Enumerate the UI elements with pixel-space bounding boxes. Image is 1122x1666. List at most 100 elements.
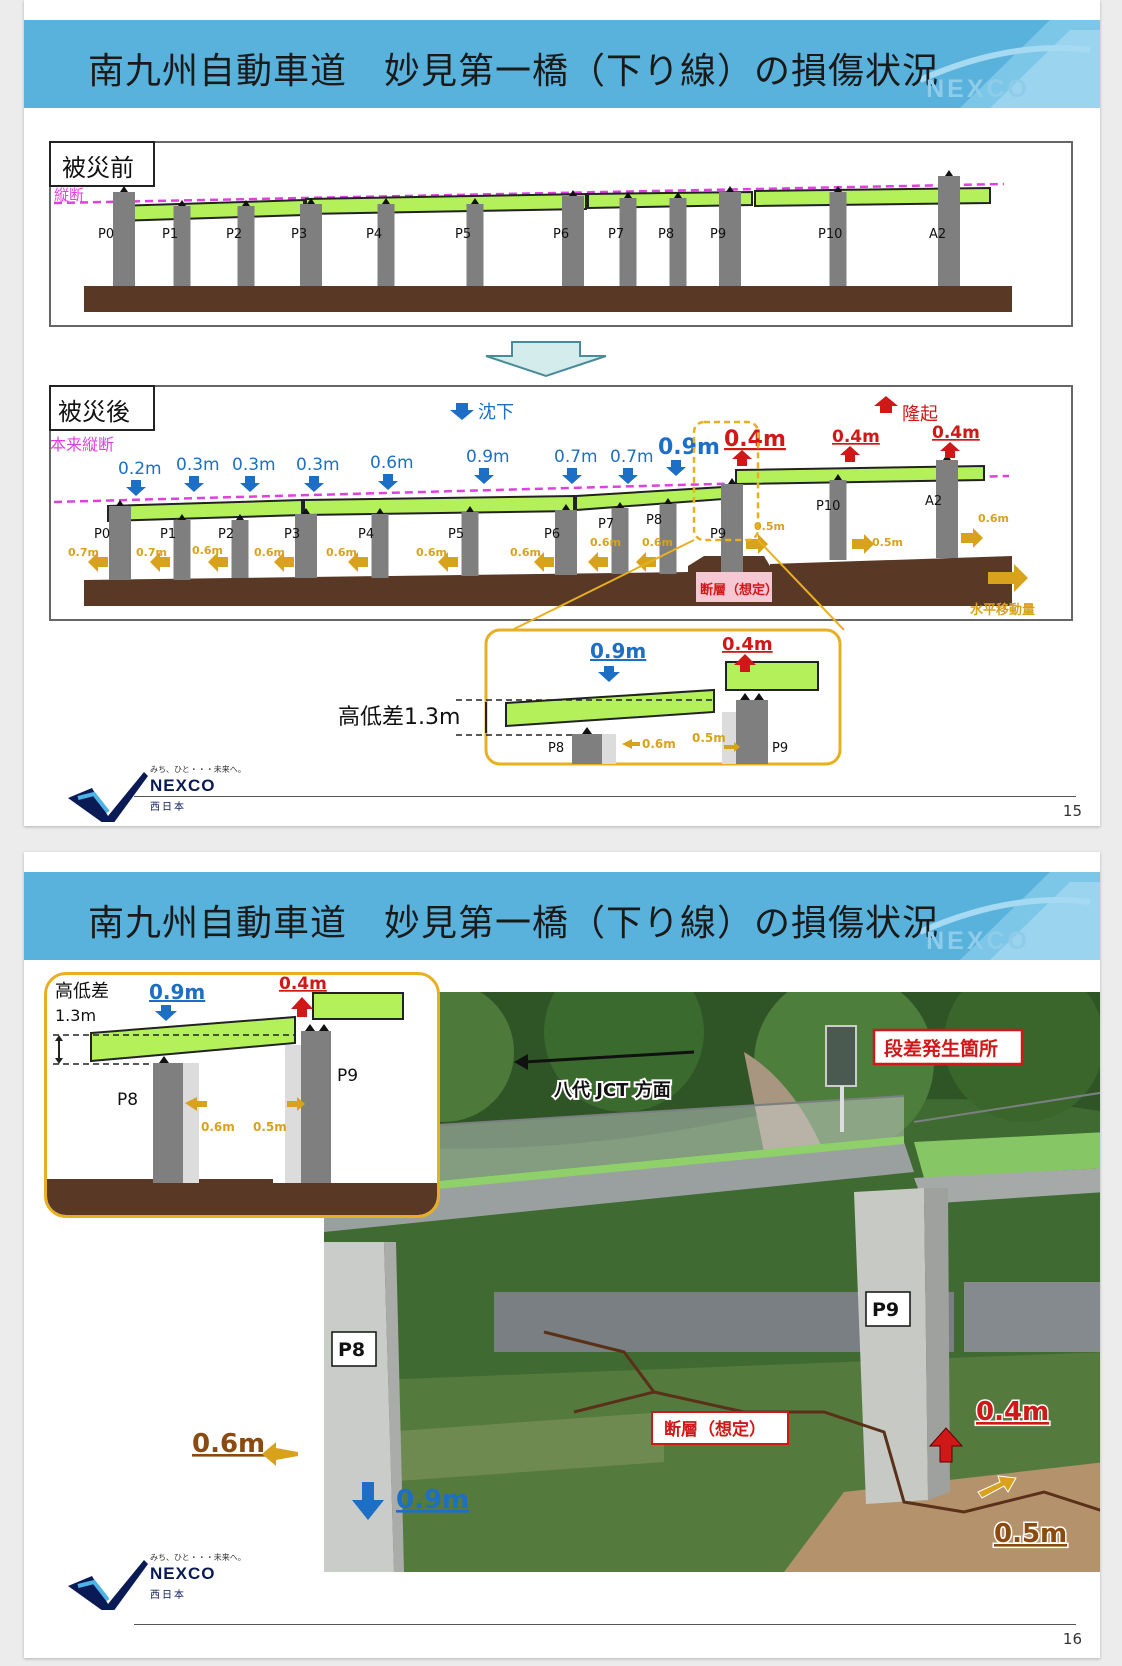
- settle-legend: 沈下: [478, 402, 514, 423]
- pier: [300, 204, 322, 286]
- settle-legend-icon: [450, 403, 474, 420]
- horizontal-value: 0.6m: [192, 544, 223, 557]
- inset-uplift: 0.4m: [722, 634, 773, 655]
- after-ground: [84, 556, 1012, 606]
- pier: [371, 514, 389, 578]
- pier-label: P9: [710, 227, 726, 242]
- photo-p9-label: P9: [872, 1299, 899, 1321]
- pier-label: P10: [816, 499, 840, 514]
- settle-arrow-icon: [618, 468, 638, 484]
- photo-h-right: 0.5m: [994, 1519, 1067, 1549]
- photo-fault-label: 断層（想定）: [664, 1419, 766, 1440]
- photo-p9-box: [865, 1291, 911, 1327]
- settle-arrow-icon: [126, 480, 146, 496]
- pier: [619, 198, 637, 286]
- bridge-photo: 八代 JCT 方面 段差発生箇所 断層（想定） P8 P9 0.4m 0.5m: [324, 992, 1100, 1572]
- horizontal-value: 0.6m: [254, 546, 285, 559]
- uplift-legend-icon: [874, 396, 898, 413]
- vertical-value: 0.4m: [932, 423, 980, 443]
- inset2-settle: 0.9m: [149, 980, 205, 1004]
- footer-line: [134, 796, 1076, 797]
- vertical-value: 0.7m: [554, 447, 598, 467]
- pier: [231, 520, 249, 578]
- direction-arrow-icon: [523, 1050, 695, 1064]
- uplift-legend: 隆起: [902, 404, 938, 425]
- photo-step-label: 段差発生箇所: [884, 1037, 998, 1060]
- slide-header: 南九州自動車道 妙見第一橋（下り線）の損傷状況 NEXCO: [24, 872, 1100, 960]
- horizontal-arrow-icon: [746, 534, 768, 554]
- horizontal-arrow-icon: [852, 534, 874, 554]
- logo-name: NEXCO: [150, 1564, 216, 1583]
- vertical-value: 0.3m: [232, 455, 276, 475]
- slide-title: 南九州自動車道 妙見第一橋（下り線）の損傷状況: [88, 51, 940, 92]
- before-label: 被災前: [62, 154, 134, 182]
- pier-label: P1: [162, 227, 178, 242]
- horizontal-value: 0.6m: [978, 512, 1009, 525]
- vertical-value: 0.9m: [466, 447, 510, 467]
- logo-tagline: みち、ひと・・・未来へ。: [150, 765, 246, 774]
- inset-uplift-icon: [734, 654, 756, 672]
- pier: [461, 512, 479, 576]
- nexco-logo-icon: [68, 772, 148, 822]
- nexco-logo-icon: [68, 1560, 148, 1610]
- logo-sub: 西日本: [150, 802, 186, 813]
- uplift-arrow-icon: [840, 446, 860, 462]
- slide-16: 南九州自動車道 妙見第一橋（下り線）の損傷状況 NEXCO: [24, 852, 1100, 1658]
- inset-pier-p9-shadow: [722, 712, 736, 764]
- photo-p8-box: [331, 1331, 377, 1367]
- pier-label: A2: [925, 494, 942, 509]
- pier-label: P7: [598, 517, 614, 532]
- settle-arrow-icon: [304, 476, 324, 492]
- after-label-box: [49, 385, 155, 431]
- zoom-line-left: [511, 539, 695, 631]
- before-profile-line: [53, 182, 1005, 205]
- pier-label: P6: [544, 527, 560, 542]
- logo-tagline: みち、ひと・・・未来へ。: [150, 1553, 246, 1562]
- inset-settle: 0.9m: [590, 639, 646, 663]
- girder: [735, 464, 985, 486]
- inset-diagram: 高低差 1.3m 0.9m 0.4m P8 P9 0.6m 0.5m: [44, 972, 440, 1218]
- pier-label: P2: [218, 527, 234, 542]
- header-wing-graphic: [918, 20, 1100, 108]
- inset-h-right: 0.5m: [692, 731, 726, 745]
- pier-label: P5: [455, 227, 471, 242]
- horizontal-value: 0.5m: [754, 520, 785, 533]
- inset-girder-left: [505, 688, 715, 728]
- pier-label: P3: [291, 227, 307, 242]
- uplift-arrow-icon: [732, 450, 752, 466]
- settle-arrow-icon: [240, 476, 260, 492]
- inset-h-left: 0.6m: [642, 737, 676, 751]
- inset2-girder-right: [312, 992, 404, 1020]
- horizontal-value: 0.6m: [510, 546, 541, 559]
- pier-label: P0: [98, 227, 114, 242]
- photo-fault-line: [543, 1330, 1100, 1514]
- nexco-logo: みち、ひと・・・未来へ。 NEXCO 西日本: [68, 1552, 246, 1612]
- settle-arrow-icon: [378, 474, 398, 490]
- horizontal-value: 0.6m: [590, 536, 621, 549]
- vertical-value: 0.4m: [832, 427, 880, 447]
- step-label-box: [872, 1028, 1024, 1066]
- pier: [173, 520, 191, 580]
- pier: [611, 508, 629, 574]
- horizontal-arrow-icon: [588, 552, 608, 572]
- girder: [754, 186, 991, 208]
- horizontal-arrow-icon: [348, 552, 368, 572]
- horizontal-arrow-icon: [438, 552, 458, 572]
- header-watermark: NEXCO: [926, 75, 1030, 103]
- pier: [719, 192, 741, 286]
- pier: [237, 206, 255, 286]
- vertical-value: 0.4m: [724, 427, 786, 452]
- before-profile-label: 縦断: [54, 186, 84, 204]
- photo-h-left-icon: [262, 1442, 298, 1466]
- fault-label: 断層（想定）: [700, 582, 778, 598]
- inset2-uplift: 0.4m: [279, 975, 327, 994]
- photo-uplift: 0.4m: [976, 1397, 1049, 1427]
- header-watermark: NEXCO: [926, 927, 1030, 955]
- pier-label: P2: [226, 227, 242, 242]
- pier: [377, 204, 395, 286]
- photo-uplift-icon: [928, 1427, 964, 1463]
- transition-arrow-icon: [485, 341, 607, 378]
- pier: [659, 504, 677, 574]
